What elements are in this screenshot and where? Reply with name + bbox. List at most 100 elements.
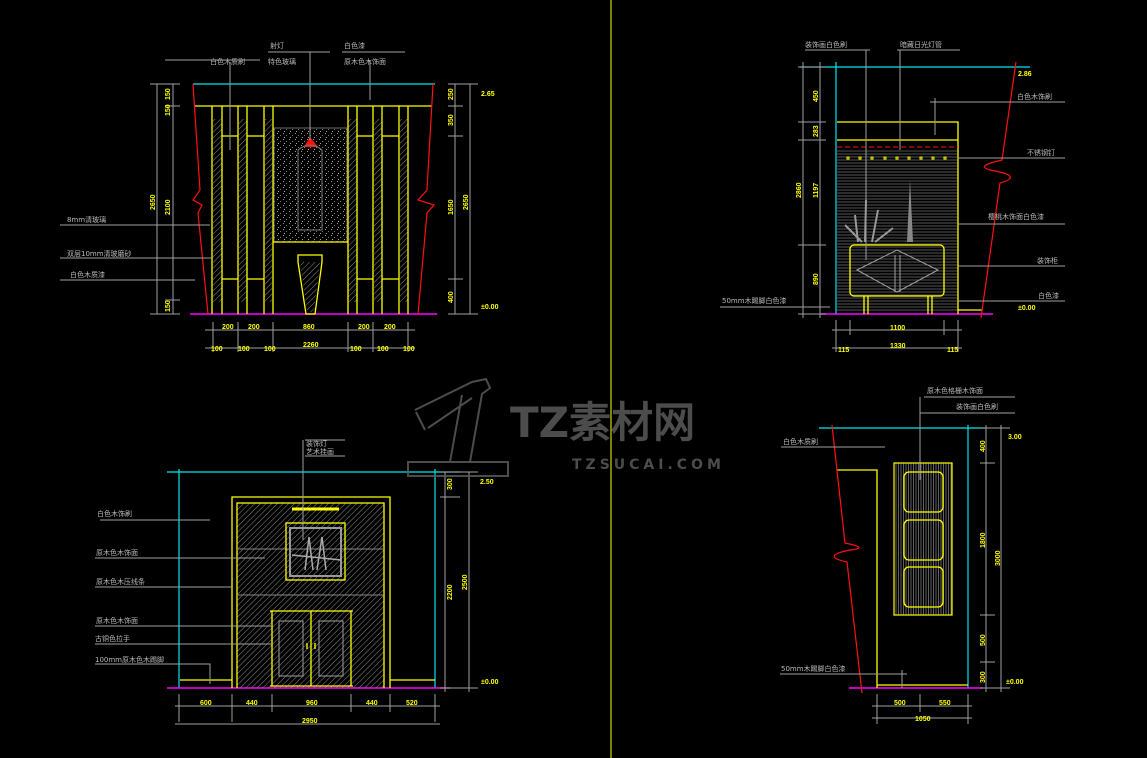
dim: 960 bbox=[306, 700, 318, 707]
label: 原木色木饰面 bbox=[96, 616, 138, 625]
dim: 300 bbox=[447, 478, 454, 490]
dim: 1050 bbox=[915, 716, 931, 723]
dim: 400 bbox=[980, 440, 987, 452]
dim: 550 bbox=[939, 700, 951, 707]
dim: 1100 bbox=[890, 325, 905, 332]
label: 8mm清玻璃 bbox=[67, 215, 106, 224]
cabinet bbox=[849, 244, 945, 297]
dim: 200 bbox=[358, 324, 370, 331]
dim: 860 bbox=[303, 324, 315, 331]
level-mark: 3.00 bbox=[1008, 434, 1022, 441]
dim: 500 bbox=[980, 634, 987, 646]
watermark-title: TZ素材网 bbox=[510, 398, 695, 447]
watermark: TZ素材网 TZSUCAI.COM bbox=[407, 377, 725, 477]
level-mark: 2.86 bbox=[1018, 71, 1032, 78]
level-mark: ±0.00 bbox=[481, 679, 499, 686]
label: 暗藏日光灯管 bbox=[900, 40, 942, 49]
label: 白色漆 bbox=[344, 41, 365, 50]
dim: 200 bbox=[384, 324, 396, 331]
level-mark: ±0.00 bbox=[1006, 679, 1024, 686]
level-mark: ±0.00 bbox=[1018, 305, 1036, 312]
dim: 500 bbox=[894, 700, 906, 707]
label: 原木色木压线条 bbox=[96, 577, 145, 586]
label: 白色木饰刷 bbox=[97, 509, 132, 518]
label: 装饰画白色刷 bbox=[956, 402, 998, 411]
sculpture-decor bbox=[907, 180, 913, 242]
steel-studs bbox=[846, 156, 947, 160]
elevation-d: 原木色格栅木饰面 装饰画白色刷 白色木质刷 50mm木踢脚白色漆 3.00 ±0… bbox=[780, 386, 1024, 724]
label: 白色木饰刷 bbox=[1017, 92, 1052, 101]
level-mark: 2.50 bbox=[480, 479, 494, 486]
dim: 100 bbox=[238, 346, 250, 353]
dim: 150 bbox=[165, 104, 172, 116]
dim: 2100 bbox=[165, 199, 172, 215]
label: 古铜色拉手 bbox=[95, 634, 130, 643]
dim: 440 bbox=[366, 700, 378, 707]
dim: 2650 bbox=[463, 194, 470, 210]
dim: 100 bbox=[350, 346, 362, 353]
dim: 1800 bbox=[980, 532, 987, 548]
label: 白色木质刷 bbox=[783, 437, 818, 446]
dim: 100 bbox=[377, 346, 389, 353]
label: 装饰灯 bbox=[306, 439, 327, 448]
label: 樱桃木饰面白色漆 bbox=[988, 212, 1044, 221]
elevation-a: 白色木质刷 射灯 特色玻璃 白色漆 原木色木饰面 8mm清玻璃 双层10mm清玻… bbox=[60, 41, 499, 353]
dim: 2650 bbox=[150, 194, 157, 210]
label: 原木色木饰面 bbox=[344, 57, 386, 66]
dim: 600 bbox=[200, 700, 212, 707]
door-handle-icon bbox=[306, 643, 316, 649]
elevation-b: 装饰画白色刷 暗藏日光灯管 白色木饰刷 不锈钢钉 樱桃木饰面白色漆 装饰柜 白色… bbox=[720, 40, 1065, 354]
dim: 890 bbox=[813, 273, 820, 285]
dim: 150 bbox=[165, 300, 172, 312]
watermark-url: TZSUCAI.COM bbox=[572, 457, 725, 473]
label: 装饰柜 bbox=[1037, 256, 1058, 265]
dim: 520 bbox=[406, 700, 418, 707]
dim: 250 bbox=[448, 88, 455, 100]
glass-columns bbox=[211, 106, 409, 314]
dim: 100 bbox=[403, 346, 415, 353]
dim: 2860 bbox=[796, 182, 803, 198]
label: 射灯 bbox=[270, 41, 284, 50]
label: 原木色木饰面 bbox=[96, 548, 138, 557]
dim: 200 bbox=[222, 324, 234, 331]
dim: 440 bbox=[246, 700, 258, 707]
elevation-c: 装饰灯 艺术挂画 白色木饰刷 原木色木饰面 原木色木压线条 原木色木饰面 古铜色… bbox=[95, 439, 499, 725]
label: 原木色格栅木饰面 bbox=[927, 386, 983, 395]
dim: 1330 bbox=[890, 343, 906, 350]
vase bbox=[297, 254, 323, 315]
dim: 400 bbox=[448, 291, 455, 303]
label: 特色玻璃 bbox=[268, 57, 296, 66]
dim: 2500 bbox=[462, 574, 469, 590]
dim: 100 bbox=[264, 346, 276, 353]
label: 白色漆 bbox=[1038, 291, 1059, 300]
label: 装饰画白色刷 bbox=[805, 40, 847, 49]
spotlight-icon bbox=[304, 137, 318, 147]
label: 白色木质刷 bbox=[210, 57, 245, 66]
watermark-logo-icon bbox=[407, 377, 509, 477]
dim: 450 bbox=[813, 90, 820, 102]
dim: 300 bbox=[980, 671, 987, 683]
label: 白色木质漆 bbox=[70, 270, 105, 279]
label: 50mm木踢脚白色漆 bbox=[722, 296, 787, 305]
dim: 150 bbox=[165, 88, 172, 100]
label: 艺术挂画 bbox=[306, 447, 334, 456]
dim: 1197 bbox=[813, 183, 820, 198]
dim: 100 bbox=[211, 346, 223, 353]
dim: 350 bbox=[448, 114, 455, 126]
double-door[interactable] bbox=[270, 610, 353, 687]
curtain-left bbox=[192, 83, 209, 315]
label: 100mm原木色木踢脚 bbox=[95, 655, 164, 664]
level-mark: ±0.00 bbox=[481, 304, 499, 311]
dim: 115 bbox=[947, 347, 958, 354]
label: 双层10mm清玻磨砂 bbox=[67, 249, 132, 258]
level-mark: 2.65 bbox=[481, 91, 495, 98]
dim: 200 bbox=[248, 324, 260, 331]
label: 50mm木踢脚白色漆 bbox=[781, 664, 846, 673]
curtain-right bbox=[416, 83, 436, 315]
dim: 283 bbox=[813, 125, 820, 137]
dim: 3000 bbox=[995, 550, 1002, 566]
label: 不锈钢钉 bbox=[1027, 148, 1055, 157]
dim: 2260 bbox=[303, 342, 319, 349]
art-painting bbox=[289, 527, 342, 577]
